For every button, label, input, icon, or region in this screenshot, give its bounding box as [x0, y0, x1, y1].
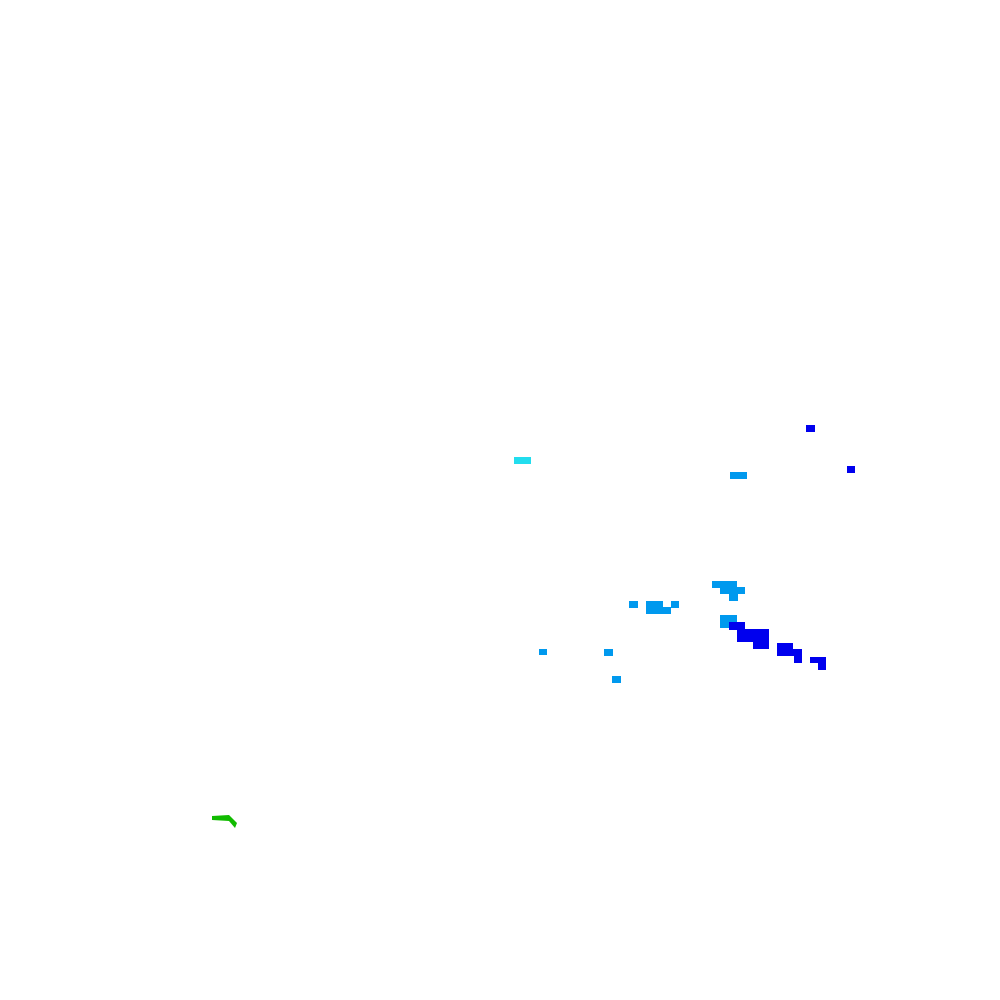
- echo-cell-mid-blue: [612, 676, 621, 683]
- echo-cell-mid-blue: [712, 581, 737, 588]
- echo-cell-mid-blue: [720, 621, 729, 628]
- echo-cell-green: [212, 815, 237, 828]
- echo-cell-dark-blue: [777, 649, 802, 656]
- echo-cell-dark-blue: [810, 657, 826, 663]
- echo-cell-dark-blue: [847, 466, 855, 473]
- echo-cell-dark-blue: [737, 635, 769, 642]
- echo-cell-mid-blue: [604, 649, 613, 656]
- echo-cell-mid-blue: [730, 472, 747, 479]
- echo-cell-cyan: [514, 457, 531, 464]
- echo-cell-dark-blue: [806, 425, 815, 432]
- echo-cell-dark-blue: [729, 622, 745, 630]
- echo-cell-mid-blue: [629, 601, 638, 608]
- echo-cell-dark-blue: [737, 629, 769, 636]
- echo-cell-dark-blue: [794, 656, 802, 663]
- echo-cell-mid-blue: [720, 587, 745, 594]
- echo-cell-dark-blue: [818, 663, 826, 670]
- echo-cell-mid-blue: [720, 615, 737, 622]
- echo-cell-mid-blue: [646, 607, 671, 614]
- echo-cell-mid-blue: [539, 649, 547, 655]
- echo-cell-mid-blue: [646, 601, 663, 608]
- echo-cell-dark-blue: [753, 642, 769, 649]
- echo-cell-mid-blue: [671, 601, 679, 608]
- echo-cell-mid-blue: [729, 594, 738, 601]
- echo-cell-dark-blue: [777, 643, 793, 650]
